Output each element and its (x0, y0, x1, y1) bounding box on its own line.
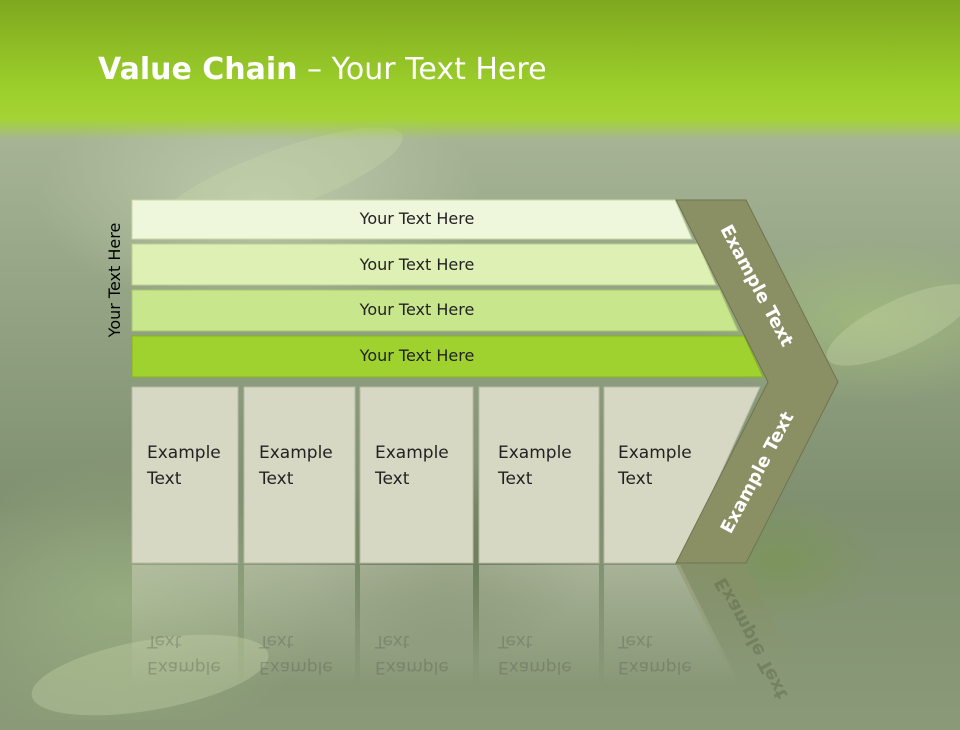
column-3-line2: Text (375, 469, 410, 489)
column-5-line1: Example (618, 443, 692, 463)
title-bold: Value Chain (98, 52, 298, 87)
header-band (0, 0, 960, 140)
bar-3-shape (131, 289, 739, 332)
slide-title: Value Chain – Your Text Here (98, 52, 547, 96)
column-5-line2: Text (618, 469, 653, 489)
column-4-shape (478, 386, 600, 564)
column-4-line2: Text (498, 469, 533, 489)
column-1-reflection (132, 565, 238, 685)
column-2-line2: Text (259, 469, 294, 489)
column-3-line1: Example (375, 443, 449, 463)
column-3-shape (359, 386, 474, 564)
chevron-reflection (676, 565, 806, 685)
bar-3-label: Your Text Here (359, 300, 475, 319)
column-2-reflection (244, 565, 355, 685)
column-2-shape (243, 386, 356, 564)
column-2-line1: Example (259, 443, 333, 463)
bar-4-label: Your Text Here (359, 346, 475, 365)
column-4-reflection (479, 565, 599, 685)
column-4-line1: Example (498, 443, 572, 463)
column-1-shape (131, 386, 239, 564)
column-5-reflection (604, 565, 740, 685)
chevron-shape (675, 199, 839, 564)
bar-1-shape (131, 199, 693, 240)
bar-1-label: Your Text Here (359, 209, 475, 228)
title-rest: – Your Text Here (297, 52, 547, 87)
column-1-line2: Text (147, 469, 182, 489)
bar-2-label: Your Text Here (359, 255, 475, 274)
bar-4-shape (131, 335, 764, 378)
column-3-reflection (360, 565, 473, 685)
column-1-line1: Example (147, 443, 221, 463)
bar-2-shape (131, 243, 717, 286)
